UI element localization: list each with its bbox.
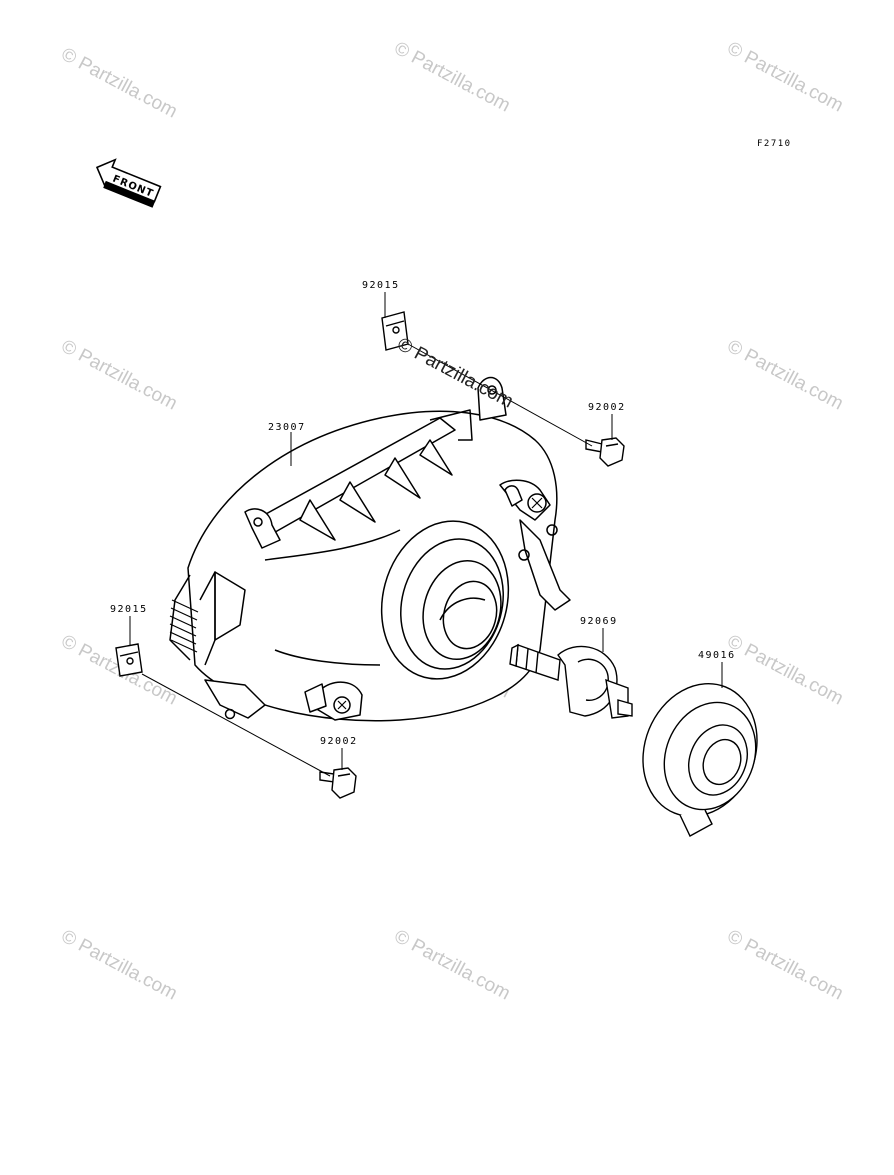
bolt-top-right bbox=[585, 437, 625, 467]
watermark: © Partzilla.com bbox=[58, 926, 181, 1005]
watermark: © Partzilla.com bbox=[724, 336, 847, 415]
front-arrow-icon: FRONT bbox=[95, 158, 162, 208]
part-label: 92015 bbox=[362, 280, 400, 291]
bulb bbox=[509, 643, 633, 719]
clip-nut-left bbox=[115, 643, 143, 677]
bolt-bottom-left bbox=[319, 767, 357, 799]
headlight-housing bbox=[169, 376, 571, 722]
figure-code: F2710 bbox=[757, 139, 792, 149]
part-label: 92002 bbox=[588, 402, 626, 413]
watermark-overlay: © Partzilla.com bbox=[394, 334, 517, 413]
leader-lines bbox=[129, 292, 723, 777]
part-label: 23007 bbox=[268, 422, 306, 433]
part-labels: 92015 92002 23007 92015 92069 49016 9200… bbox=[110, 280, 736, 747]
dust-cover bbox=[642, 682, 758, 837]
watermark: © Partzilla.com bbox=[391, 38, 514, 117]
part-label: 92002 bbox=[320, 736, 358, 747]
watermark: © Partzilla.com bbox=[724, 926, 847, 1005]
clip-nut-top bbox=[381, 311, 409, 351]
part-label: 92069 bbox=[580, 616, 618, 627]
part-label: 49016 bbox=[698, 650, 736, 661]
part-label: 92015 bbox=[110, 604, 148, 615]
watermark: © Partzilla.com bbox=[724, 38, 847, 117]
watermark: © Partzilla.com bbox=[58, 44, 181, 123]
watermark: © Partzilla.com bbox=[58, 336, 181, 415]
watermark: © Partzilla.com bbox=[391, 926, 514, 1005]
